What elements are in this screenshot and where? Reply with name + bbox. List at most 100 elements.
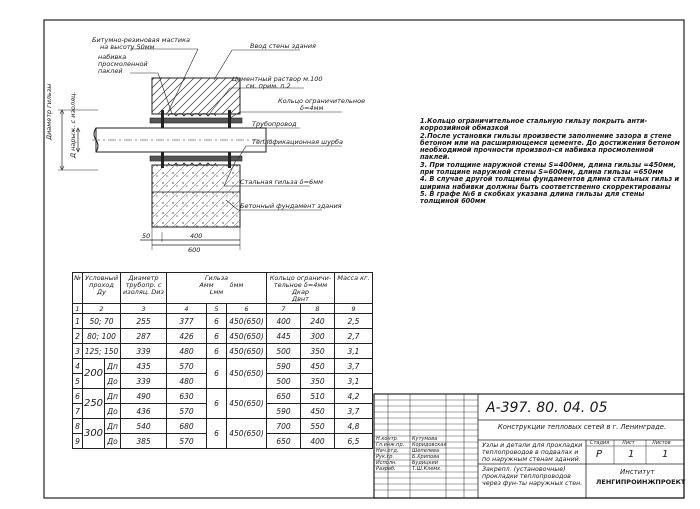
- nominal-diameter: 125; 150: [82, 343, 121, 359]
- sleeve-a: 570: [166, 403, 207, 419]
- sleeve-length: 450(650): [226, 313, 267, 329]
- sleeve-length: 450(650): [226, 358, 267, 389]
- signature-role: Разраб.: [376, 466, 396, 472]
- row-number: 9: [72, 433, 83, 449]
- note-3: 3. При толщине наружной стены S=400мм, д…: [420, 160, 676, 177]
- signature-role: Исполн.: [376, 460, 397, 466]
- sleeve-a: 480: [166, 343, 207, 359]
- ring-outer: 590: [266, 358, 301, 374]
- label-cement: Цементный раствор м.100: [232, 75, 323, 83]
- sheets-label: Листов: [652, 440, 671, 446]
- th-pipe-d: Диаметр трубопр. с изоляц. Dиз: [120, 272, 167, 304]
- ring-outer: 650: [266, 388, 301, 404]
- dim-400: 400: [190, 232, 203, 240]
- seal-top: [167, 113, 217, 117]
- seal-bottom: [167, 162, 217, 166]
- index-cell: 7: [266, 303, 301, 314]
- nominal-diameter: 300: [82, 418, 105, 449]
- sleeve-length: 450(650): [226, 418, 267, 449]
- pipe-diameter: 436: [120, 403, 167, 419]
- sleeve-a: 377: [166, 313, 207, 329]
- ring-inner: 240: [300, 313, 335, 329]
- signature-name: Т.Ш.Клемх.: [412, 466, 442, 472]
- mass: 2,5: [334, 313, 373, 329]
- org-name: ЛЕНГИПРОИНЖПРОЕКТ: [596, 478, 686, 486]
- th-num: №: [72, 272, 83, 304]
- pipe-type: Дп: [104, 358, 121, 374]
- sleeve-a: 480: [166, 373, 207, 389]
- th-ring: Кольцо ограничи-тельное δ=4мм ДкарДвнт: [266, 272, 335, 304]
- index-cell: 2: [82, 303, 121, 314]
- row-number: 3: [72, 343, 83, 359]
- sleeve-thickness: 6: [206, 313, 227, 329]
- pipe-diameter: 339: [120, 343, 167, 359]
- note-2: 2.После установки гильзы произвести запо…: [420, 131, 680, 162]
- wall-lower: [151, 164, 241, 228]
- label-sleeve-diameter: Диаметр гильзы: [45, 83, 53, 140]
- index-cell: 3: [120, 303, 167, 314]
- dim-50: 50: [142, 232, 151, 240]
- index-cell: 8: [300, 303, 335, 314]
- label-seal: набивка просмоленной паклей: [98, 53, 148, 75]
- sleeve-thickness: 6: [206, 388, 227, 419]
- ring-outer: 445: [266, 328, 301, 344]
- sheet-frame: [43, 19, 685, 499]
- wall-upper: [151, 77, 241, 115]
- pipe-type: Дп: [104, 418, 121, 434]
- index-cell: 9: [334, 303, 373, 314]
- ring-inner: 400: [300, 433, 335, 449]
- sheet-label: Лист: [622, 440, 635, 446]
- row-number: 6: [72, 388, 83, 404]
- row-number: 8: [72, 418, 83, 434]
- label-wall: Ввод стены здания: [250, 42, 316, 50]
- sleeve-thickness: 6: [206, 328, 227, 344]
- item-title: Закрепл. (установочные) прокладки теплоп…: [482, 466, 583, 487]
- ring-outer: 700: [266, 418, 301, 434]
- label-cement-thickness: см. прим. п.2: [246, 82, 291, 90]
- ring-outer: 650: [266, 433, 301, 449]
- signature-name: Коридовская: [412, 442, 447, 448]
- sleeve-length: 450(650): [226, 388, 267, 419]
- drawing-code: А-397. 80. 04. 05: [486, 400, 608, 416]
- sleeve-a: 630: [166, 388, 207, 404]
- ring-outer: 400: [266, 313, 301, 329]
- th-mass: Масса кг.: [334, 272, 373, 304]
- row-number: 1: [72, 313, 83, 329]
- nominal-diameter: 80; 100: [82, 328, 121, 344]
- sheet-title: Узлы и детали для прокладки теплопроводо…: [482, 442, 583, 463]
- mass: 6,5: [334, 433, 373, 449]
- title-block-lines: [373, 393, 685, 499]
- pipe-type: Дп: [104, 388, 121, 404]
- mass: 3,7: [334, 358, 373, 374]
- mass: 3,1: [334, 343, 373, 359]
- signature-name: Будицкий: [412, 460, 439, 466]
- nominal-diameter: 250: [82, 388, 105, 419]
- signature-role: Рук.гр.: [376, 454, 394, 460]
- ring-inner: 450: [300, 358, 335, 374]
- sheet-value: 1: [628, 449, 635, 460]
- mass: 4,8: [334, 418, 373, 434]
- label-foundation: Бетонный фундамент здания: [240, 202, 342, 210]
- index-cell: 6: [226, 303, 267, 314]
- pipe-diameter: 339: [120, 373, 167, 389]
- row-number: 4: [72, 358, 83, 374]
- pipe-type: Дo: [104, 373, 121, 389]
- mass: 2,7: [334, 328, 373, 344]
- sleeve-length: 450(650): [226, 343, 267, 359]
- nominal-diameter: 50; 70: [82, 313, 121, 329]
- mass: 3,1: [334, 373, 373, 389]
- pipe-diameter: 385: [120, 433, 167, 449]
- sleeve-thickness: 6: [206, 358, 227, 389]
- index-cell: 5: [206, 303, 227, 314]
- sleeve-bottom: [149, 155, 243, 162]
- mass: 3,7: [334, 403, 373, 419]
